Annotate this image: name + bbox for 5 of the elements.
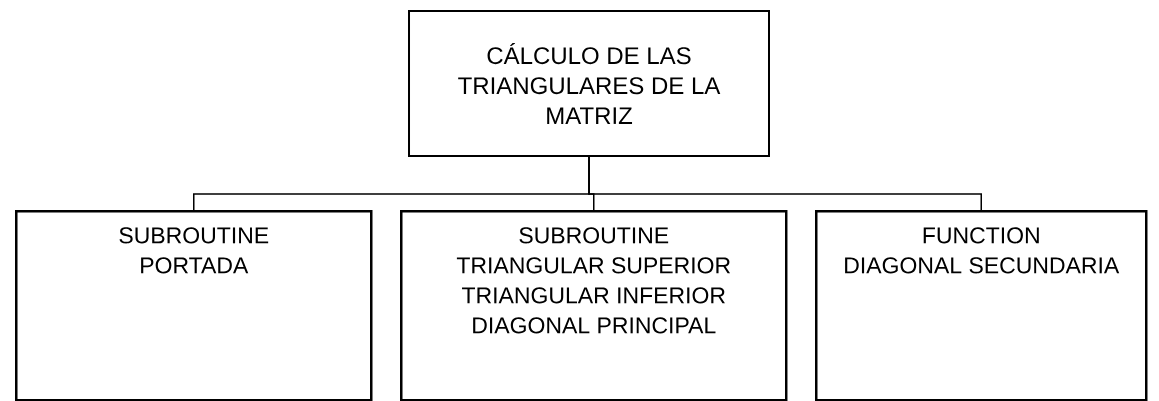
module-box: SUBROUTINE PORTADA	[15, 210, 373, 401]
connector-line	[588, 156, 982, 211]
module-box: SUBROUTINE TRIANGULAR SUPERIOR TRIANGULAR INFERIOR DIAGONAL PRINCIPAL	[400, 210, 788, 401]
title-box: CÁLCULO DE LAS TRIANGULARES DE LA MATRIZ	[408, 10, 770, 157]
module-box: FUNCTION DIAGONAL SECUNDARIA	[815, 210, 1148, 401]
